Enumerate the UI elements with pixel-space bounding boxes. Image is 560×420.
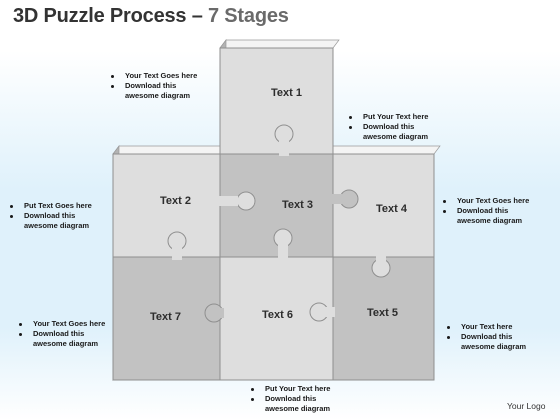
callout-line: awesome diagram (363, 132, 429, 141)
callout-line: Download this (440, 206, 529, 216)
piece-label-2: Text 2 (160, 195, 191, 207)
callout-line: Your Text Goes here (440, 196, 529, 206)
piece-label-4: Text 4 (376, 203, 408, 215)
title-subtitle: 7 Stages (208, 5, 289, 27)
callout-bottom-left: Your Text Goes here Download this awesom… (16, 319, 105, 349)
callout-line: awesome diagram (33, 339, 99, 348)
callout-mid-left: Put Text Goes here Download this awesome… (7, 201, 92, 231)
callout-line: Download this (7, 211, 92, 221)
callout-top-left: Your Text Goes here Download this awesom… (108, 71, 197, 101)
callout-line: Download this (248, 394, 330, 404)
piece-label-6: Text 6 (262, 309, 293, 321)
piece-label-7: Text 7 (150, 311, 181, 323)
callout-mid-right: Your Text Goes here Download this awesom… (440, 196, 529, 226)
callout-line: awesome diagram (24, 221, 90, 230)
callout-bottom-right: Your Text here Download this awesome dia… (444, 322, 526, 352)
callout-top-right: Put Your Text here Download this awesome… (346, 112, 428, 142)
callout-line: Download this (346, 122, 428, 132)
puzzle-piece-7 (112, 256, 221, 381)
callout-line: Download this (444, 332, 526, 342)
title-dash: – (191, 5, 203, 27)
callout-line: Put Text Goes here (7, 201, 92, 211)
callout-line: Your Text Goes here (16, 319, 105, 329)
piece-label-5: Text 5 (367, 307, 398, 319)
callout-line: Download this (16, 329, 105, 339)
callout-line: Put Your Text here (248, 384, 330, 394)
piece-label-3: Text 3 (282, 199, 313, 211)
title-main: 3D Puzzle Process (13, 5, 187, 27)
puzzle-piece-2 (112, 153, 221, 258)
puzzle-tabs (167, 124, 391, 323)
callout-line: awesome diagram (125, 91, 191, 100)
callout-line: Your Text Goes here (108, 71, 197, 81)
puzzle-piece-5 (332, 256, 435, 381)
page-title: 3D Puzzle Process – 7 Stages (13, 5, 289, 28)
logo-placeholder: Your Logo (507, 401, 546, 411)
callout-line: awesome diagram (457, 216, 523, 225)
callout-line: Put Your Text here (346, 112, 428, 122)
callout-line: awesome diagram (461, 342, 527, 351)
callout-line: Download this (108, 81, 197, 91)
callout-line: Your Text here (444, 322, 526, 332)
piece-label-1: Text 1 (271, 87, 302, 99)
callout-bottom-center: Put Your Text here Download this awesome… (248, 384, 330, 414)
callout-line: awesome diagram (265, 404, 331, 413)
